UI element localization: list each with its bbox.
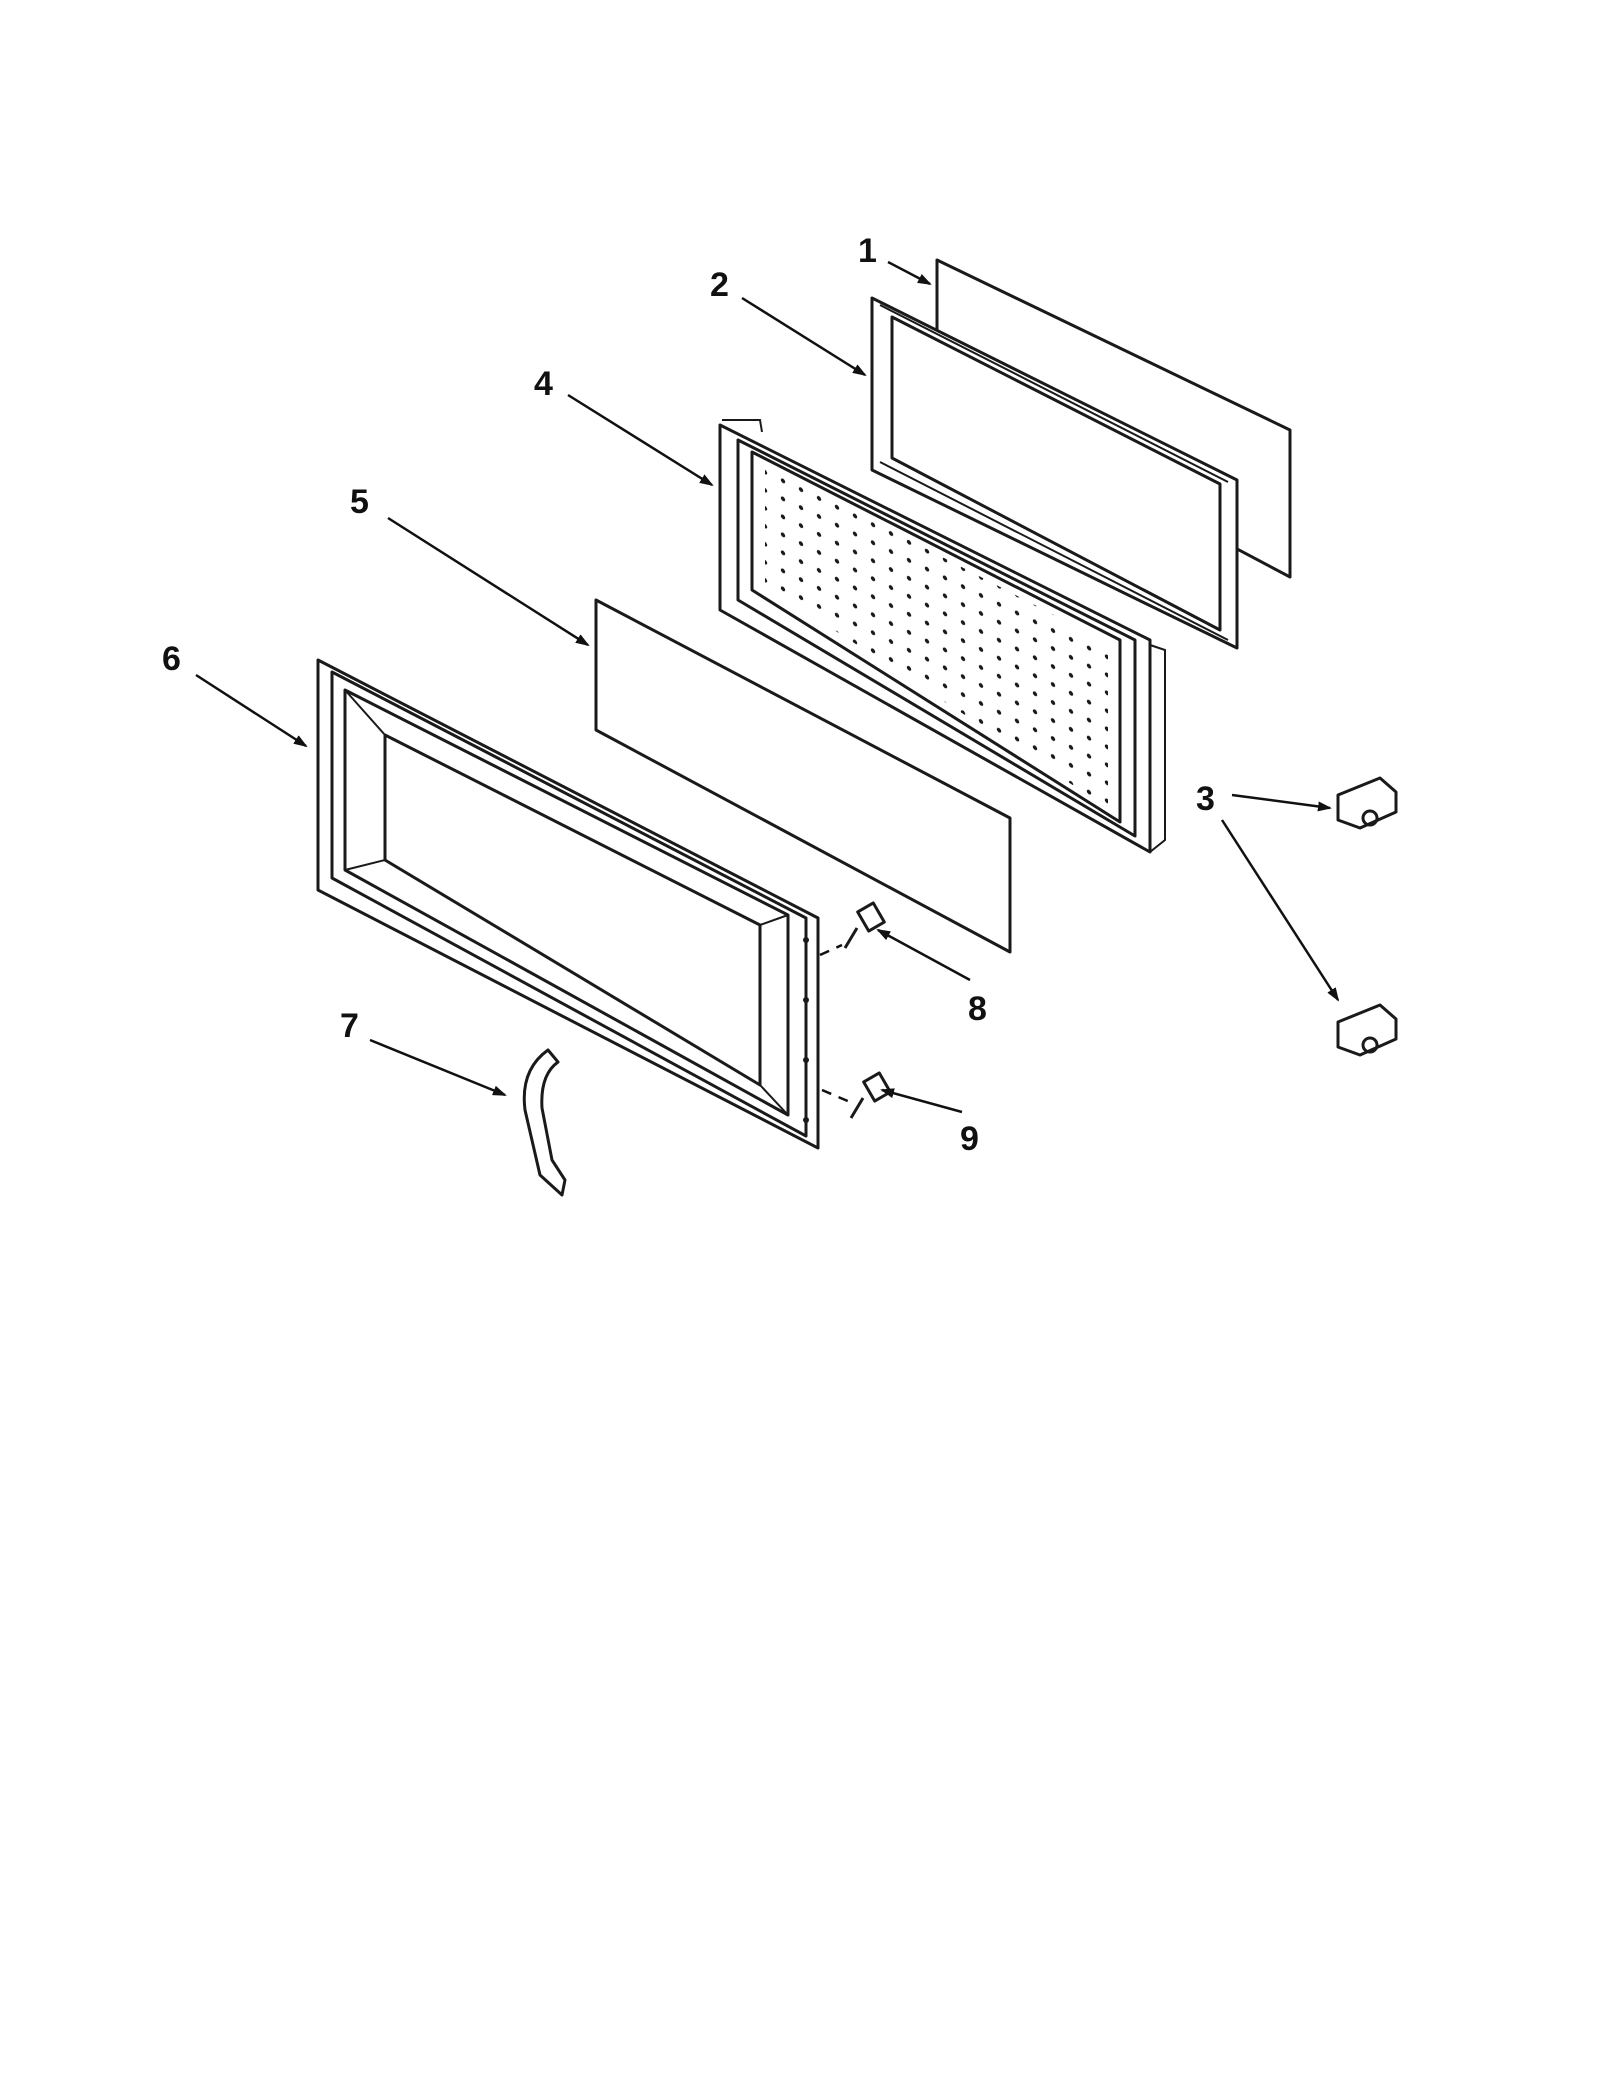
- callout-5: 5: [350, 483, 369, 521]
- callout-7: 7: [340, 1007, 359, 1045]
- callout-2: 2: [710, 266, 729, 304]
- callout-4: 4: [534, 365, 553, 403]
- part-6-outer-door-frame: [316, 658, 820, 1150]
- callout-labels: 1 2 3 4 5 6 7 8 9: [162, 232, 1215, 1158]
- callout-8: 8: [968, 990, 987, 1028]
- callout-1: 1: [858, 232, 877, 270]
- part-3-latch-clip-upper: [1336, 776, 1398, 830]
- part-9-screw: [849, 1071, 892, 1119]
- callout-6: 6: [162, 640, 181, 678]
- callout-9: 9: [960, 1120, 979, 1158]
- part-4-inner-door-panel: [718, 419, 1166, 854]
- part-3-latch-clip-lower: [1336, 1003, 1398, 1057]
- part-5-door-panel-cover: [594, 598, 1012, 954]
- part-8-screw: [843, 901, 886, 949]
- leader-lines: [195, 260, 1340, 1114]
- part-2-door-frame: [870, 296, 1239, 650]
- callout-3: 3: [1196, 780, 1215, 818]
- part-7-door-handle: [522, 1048, 567, 1197]
